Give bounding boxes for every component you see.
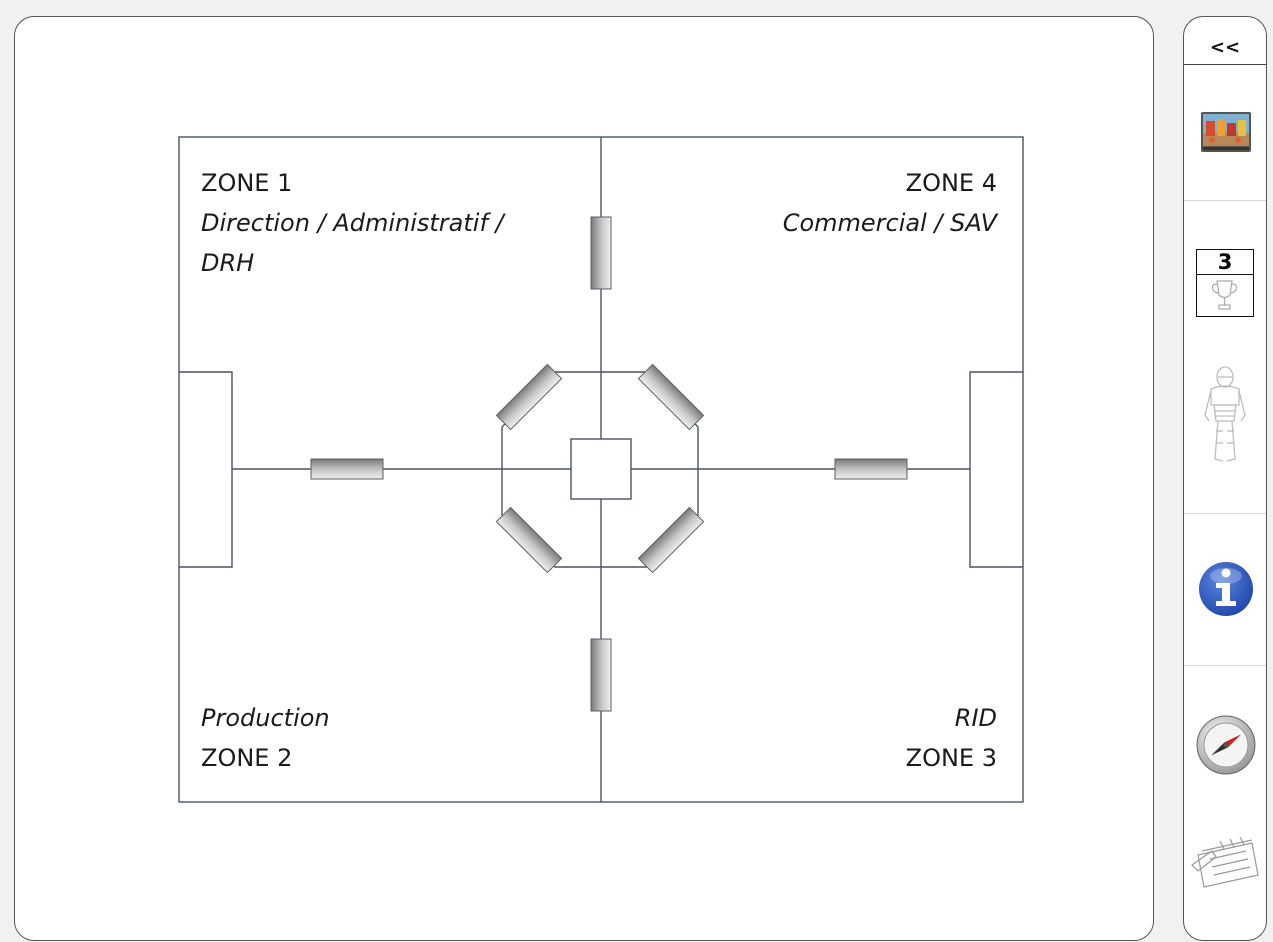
sidebar-divider	[1184, 200, 1266, 201]
door-octagon-top-left[interactable]	[495, 363, 563, 431]
zone-2-label: Production ZONE 2	[201, 698, 330, 778]
zone-4-title: ZONE 4	[905, 169, 997, 197]
floor-plan-panel: ZONE 1 Direction / Administratif / DRH Z…	[14, 16, 1154, 941]
zone-1-label: ZONE 1 Direction / Administratif / DRH	[201, 163, 504, 283]
left-room	[179, 371, 233, 568]
zone-3-label: RID ZONE 3	[906, 698, 997, 778]
zone-1-title: ZONE 1	[201, 169, 293, 197]
door-left[interactable]	[310, 458, 384, 480]
zone-3-title: ZONE 3	[905, 744, 997, 772]
notepad-icon[interactable]	[1190, 837, 1262, 889]
zone-1-subtitle: Direction / Administratif /	[201, 209, 504, 237]
knight-armor-icon[interactable]	[1201, 365, 1249, 465]
central-room	[570, 438, 632, 500]
scene-thumbnail-icon[interactable]	[1200, 111, 1252, 153]
zone-4-subtitle: Commercial / SAV	[782, 209, 997, 237]
zone-3-subtitle: RID	[954, 704, 997, 732]
compass-icon[interactable]	[1196, 713, 1256, 775]
right-room	[969, 371, 1023, 568]
collapse-button[interactable]: <<	[1184, 17, 1266, 65]
sidebar-divider	[1184, 665, 1266, 666]
door-bottom[interactable]	[590, 638, 612, 712]
trophy-count: 3	[1197, 250, 1253, 275]
zone-1-subtitle-cont: DRH	[201, 249, 255, 277]
door-octagon-bottom-right[interactable]	[637, 506, 705, 574]
zone-4-label: ZONE 4 Commercial / SAV	[783, 163, 997, 243]
sidebar-divider	[1184, 513, 1266, 514]
trophy-counter[interactable]: 3	[1196, 249, 1254, 317]
trophy-icon	[1211, 280, 1238, 310]
door-right[interactable]	[834, 458, 908, 480]
zone-2-title: ZONE 2	[201, 744, 293, 772]
info-icon[interactable]	[1198, 561, 1254, 617]
floor-plan	[178, 136, 1024, 803]
door-octagon-top-right[interactable]	[637, 363, 705, 431]
zone-2-subtitle: Production	[201, 704, 330, 732]
sidebar: << 3	[1183, 16, 1267, 941]
door-top[interactable]	[590, 216, 612, 290]
door-octagon-bottom-left[interactable]	[495, 506, 563, 574]
